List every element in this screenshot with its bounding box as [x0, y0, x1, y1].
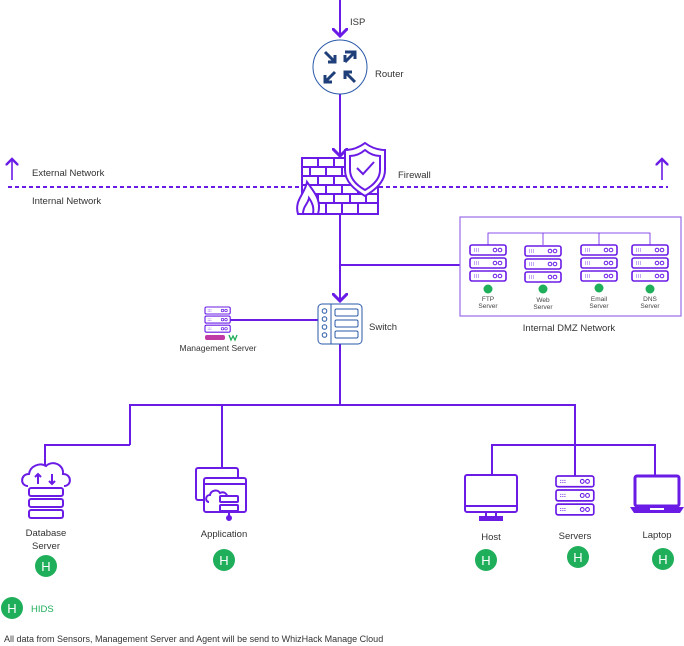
legend-hids: H HIDS	[1, 597, 54, 619]
servers-icon[interactable]	[555, 475, 595, 516]
hids-badge-database: H	[35, 555, 57, 577]
svg-text:H: H	[658, 552, 667, 567]
dmz-zone	[459, 216, 682, 317]
svg-text:DNS: DNS	[643, 296, 657, 303]
dmz-server-dns[interactable]: DNS Server	[631, 244, 669, 310]
servers-label: Servers	[559, 531, 592, 542]
svg-text:H: H	[481, 553, 490, 568]
laptop-icon[interactable]	[630, 474, 684, 513]
dmz-server-web[interactable]: Web Server	[524, 245, 562, 311]
host-label: Host	[481, 532, 501, 543]
router-icon[interactable]	[312, 39, 368, 95]
svg-text:Web: Web	[536, 297, 550, 304]
svg-text:FTP: FTP	[482, 296, 494, 303]
dmz-server-ftp[interactable]: FTP Server	[469, 244, 507, 310]
hids-badge-laptop: H	[652, 548, 674, 570]
management-server-label: Management Server	[179, 343, 256, 353]
dmz-server-email[interactable]: Email Server	[580, 244, 618, 310]
svg-text:H: H	[219, 553, 228, 568]
hids-badge-icon	[594, 283, 604, 293]
legend-hids-label: HIDS	[31, 604, 54, 615]
database-server-icon[interactable]	[21, 462, 71, 519]
firewall-label: Firewall	[398, 170, 431, 181]
application-label: Application	[201, 529, 247, 540]
switch-icon[interactable]	[317, 303, 363, 345]
whizhack-logo	[205, 334, 238, 342]
hids-badge-icon	[483, 284, 493, 294]
router-label: Router	[375, 69, 404, 80]
connection-lines	[44, 0, 656, 476]
svg-text:Server: Server	[478, 303, 498, 310]
svg-text:Server: Server	[640, 303, 660, 310]
dmz-label: Internal DMZ Network	[523, 323, 616, 334]
svg-text:H: H	[41, 559, 50, 574]
svg-text:Server: Server	[589, 303, 609, 310]
svg-text:H: H	[573, 550, 582, 565]
switch-label: Switch	[369, 322, 397, 333]
hids-badge-application: H	[213, 549, 235, 571]
laptop-label: Laptop	[642, 530, 671, 541]
svg-text:Email: Email	[591, 296, 608, 303]
hids-badge-icon	[645, 284, 655, 294]
firewall-icon[interactable]	[296, 141, 386, 215]
database-server-label-2: Server	[32, 541, 60, 552]
external-network-label: External Network	[32, 168, 105, 179]
hids-badge-icon	[538, 284, 548, 294]
host-monitor-icon[interactable]	[464, 474, 518, 521]
isp-label: ISP	[350, 17, 365, 28]
database-server-label-1: Database	[26, 528, 67, 539]
svg-text:Server: Server	[533, 304, 553, 311]
svg-text:H: H	[7, 601, 16, 616]
application-icon[interactable]	[195, 467, 247, 521]
hids-badge-host: H	[475, 549, 497, 571]
management-server-icon[interactable]	[204, 306, 231, 333]
footer-note: All data from Sensors, Management Server…	[4, 634, 383, 644]
internal-network-label: Internal Network	[32, 196, 101, 207]
hids-badge-servers: H	[567, 546, 589, 568]
